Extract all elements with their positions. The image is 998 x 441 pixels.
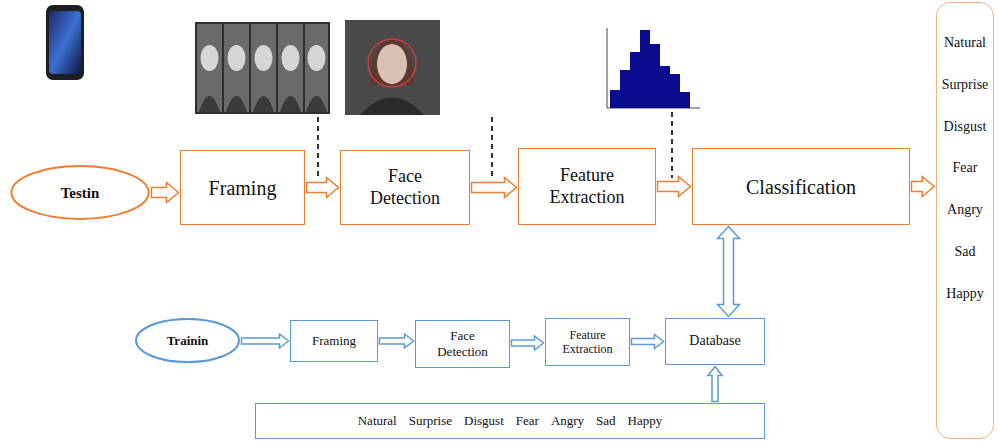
start-ellipse: Testin [10, 165, 150, 220]
block-arrow [380, 334, 414, 348]
emotion-label: Natural [944, 35, 986, 52]
ellipse-shape [136, 319, 239, 362]
emotion-label: Sad [954, 244, 975, 261]
node-label: Classification [746, 175, 856, 199]
process-box: Framing [180, 150, 305, 225]
emotion-label: Happy [946, 286, 983, 303]
block-arrow [912, 177, 935, 197]
frame [197, 24, 222, 112]
emotion-label: Surprise [942, 77, 989, 94]
emotion-label: Fear [516, 413, 539, 429]
leader-line [671, 112, 673, 178]
block-arrow [307, 178, 339, 198]
label-list-box: Natural Surprise Disgust Fear Angry Sad Happy [255, 403, 765, 439]
start-ellipse: Trainin [135, 318, 240, 363]
histogram-bar [660, 66, 670, 108]
node-label: Feature Extraction [553, 328, 623, 357]
ellipse-shape [11, 166, 148, 219]
histogram-bar [610, 90, 620, 108]
shoulders [226, 96, 247, 112]
node-label: Framing [209, 176, 277, 200]
process-box: Feature Extraction [545, 318, 630, 366]
shoulders [253, 96, 274, 112]
shoulders [360, 98, 424, 116]
emotion-label: Happy [628, 413, 663, 429]
hair [370, 39, 414, 85]
emotion-label: Disgust [944, 119, 987, 136]
block-arrow [242, 334, 289, 348]
frame [278, 24, 303, 112]
histogram-axis [607, 28, 608, 108]
face [255, 45, 273, 71]
frame [251, 24, 276, 112]
face [308, 45, 326, 71]
histogram-bar [630, 52, 640, 108]
shoulders [306, 96, 327, 112]
histogram-bar [670, 74, 680, 108]
process-box: Feature Extraction [518, 148, 656, 225]
emotion-label: Sad [596, 413, 616, 429]
histogram-bars [610, 30, 690, 108]
process-box: Framing [290, 320, 378, 362]
face [377, 44, 407, 84]
shoulders [199, 96, 220, 112]
node-label: Testin [61, 184, 100, 202]
database-box: Database [665, 318, 765, 365]
histogram-bar [650, 44, 660, 108]
emotion-label: Angry [551, 413, 584, 429]
emotion-label: Surprise [409, 413, 452, 429]
process-box: Face Detection [340, 150, 470, 225]
emotion-label: Disgust [464, 413, 504, 429]
phone-body [46, 5, 84, 80]
node-label: Framing [312, 333, 356, 349]
block-arrow [512, 336, 544, 350]
frames-image [195, 22, 330, 114]
block-arrow [152, 183, 179, 203]
histogram-bar [680, 92, 690, 108]
leader-line [491, 117, 493, 178]
detection-circle [368, 39, 416, 87]
node-label: Feature Extraction [537, 165, 637, 208]
block-arrow [658, 177, 691, 197]
process-box: Face Detection [415, 320, 510, 368]
shoulders [280, 96, 301, 112]
face [201, 45, 219, 71]
phone-screen [49, 11, 81, 74]
node-label: Face Detection [427, 328, 499, 359]
block-arrow [632, 335, 664, 349]
node-label: Trainin [167, 333, 209, 349]
output-list-box: NaturalSurpriseDisgustFearAngrySadHappy [936, 2, 995, 439]
node-label: Face Detection [355, 166, 455, 209]
block-arrow [472, 178, 517, 198]
face [282, 45, 300, 71]
emotion-label: Natural [358, 413, 397, 429]
emotion-label: Angry [947, 202, 983, 219]
leader-line [317, 117, 319, 178]
frame [305, 24, 328, 112]
frame-portraits [197, 24, 328, 112]
block-arrow [718, 227, 740, 317]
frame [224, 24, 249, 112]
process-box: Classification [692, 148, 910, 225]
face-image [345, 20, 440, 115]
histogram-bar [640, 30, 650, 108]
block-arrow [708, 367, 722, 402]
emotion-label: Fear [953, 160, 978, 177]
face [228, 45, 246, 71]
node-label: Database [689, 333, 740, 350]
histogram-bar [620, 70, 630, 108]
